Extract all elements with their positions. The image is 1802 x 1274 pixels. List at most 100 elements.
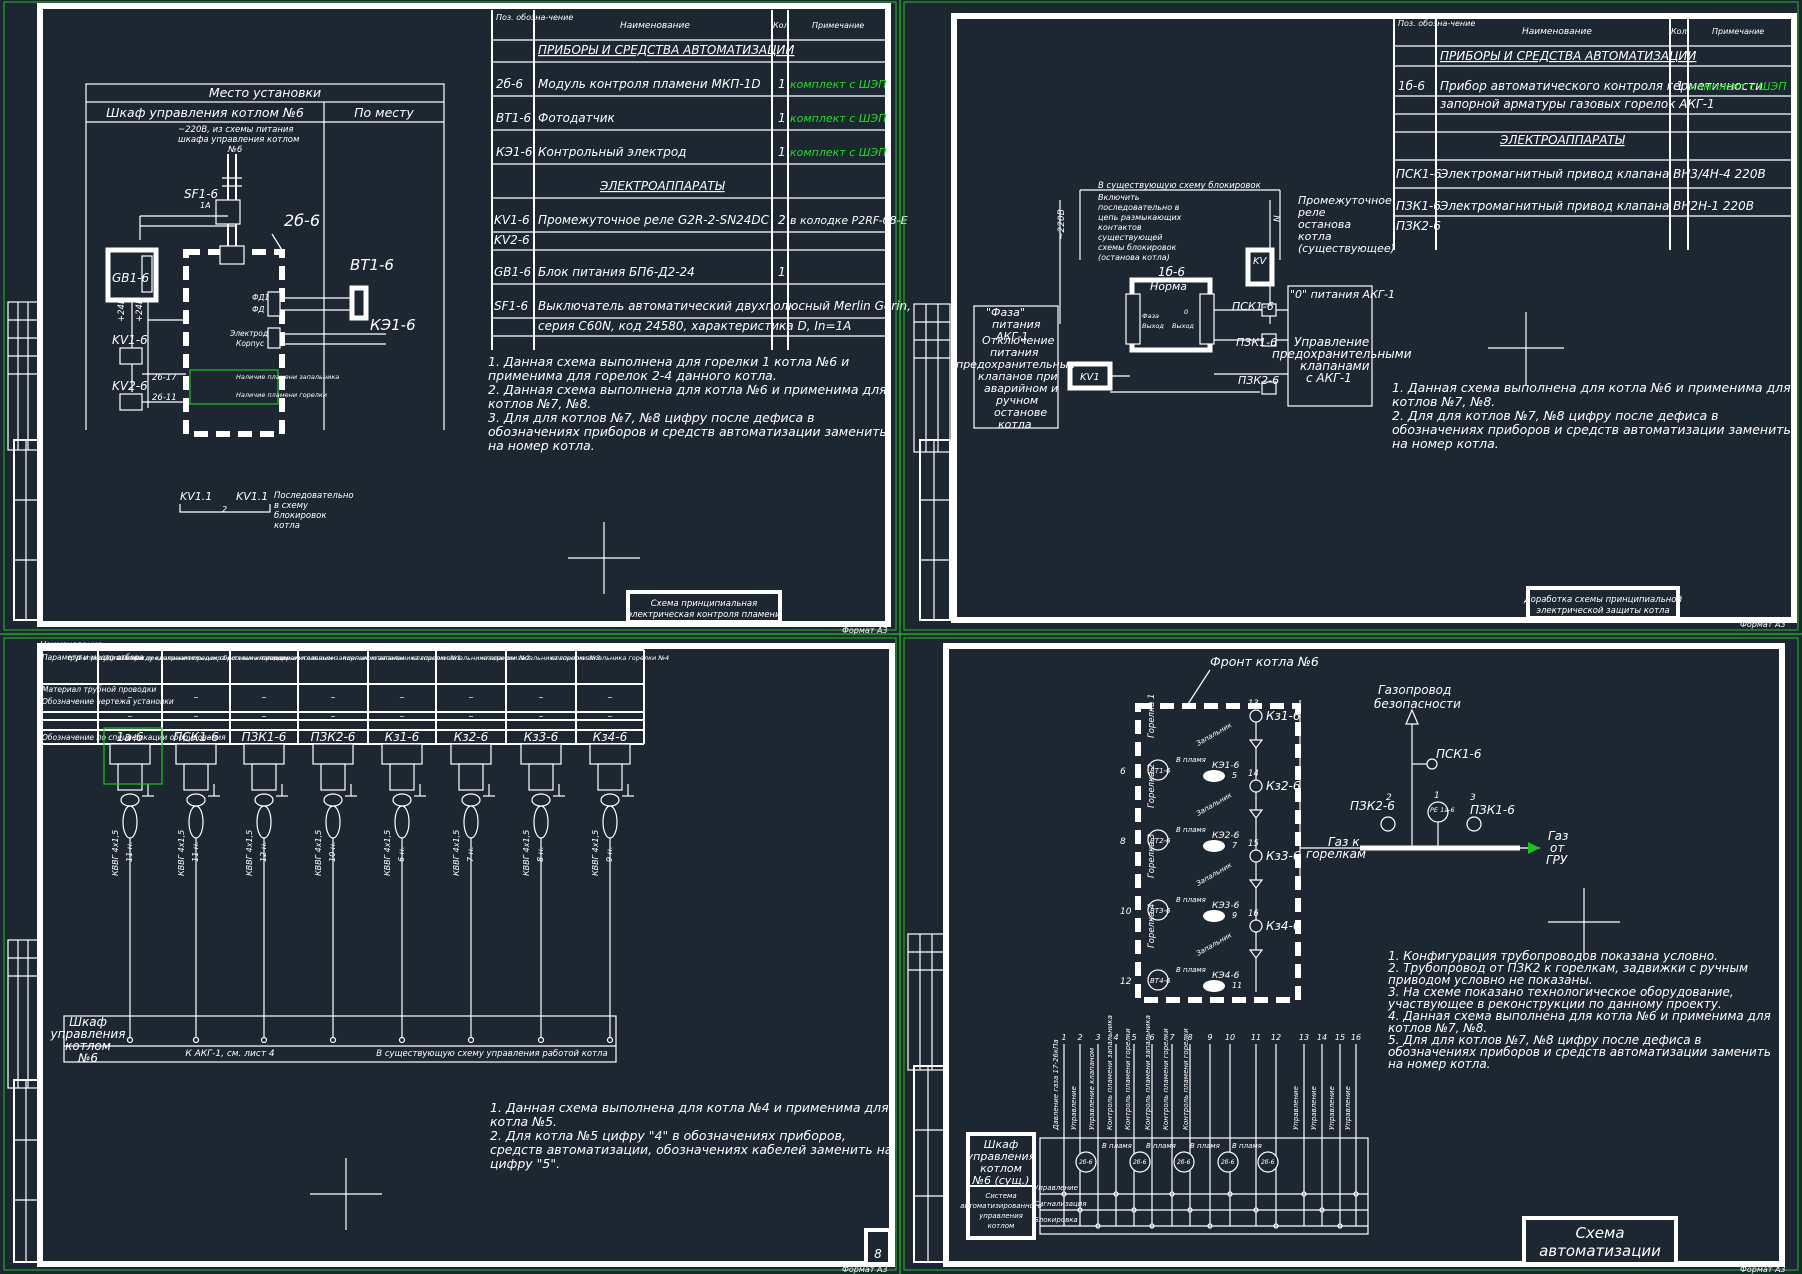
s3-cable-type: КВВГ 4x1,5	[452, 830, 461, 876]
s1-row-8-name: Выключатель автоматический двухполюсный …	[538, 299, 911, 313]
s4-left-num: 12	[1120, 977, 1132, 987]
s4-bottom-label: Контроль пламени горелки	[1124, 1028, 1132, 1130]
s4-note-line: 4. Данная схема выполнена для котла №6 и…	[1388, 1009, 1771, 1023]
s2-format: Формат А3	[1740, 620, 1786, 629]
s1-note-line: 3. Для для котлов №7, №8 цифру после деф…	[488, 410, 815, 425]
s4-row-1: Сигнализация	[1034, 1200, 1087, 1208]
s2-row-1-note: комплект с ШЭП	[1690, 80, 1786, 93]
s3-valve-head	[450, 743, 492, 765]
s2-phase-1: питания	[992, 318, 1041, 331]
s3-col-code: Кз1-6	[385, 730, 420, 744]
s4-note-line: обозначениях приборов и средств автомати…	[1388, 1045, 1771, 1059]
s1-row-3-qty: 1	[778, 145, 786, 159]
s4-valve-num: 14	[1248, 769, 1259, 779]
s4-bottom-num: 7	[1169, 1033, 1175, 1042]
s2-mgmt-1: предохранительными	[1272, 347, 1412, 361]
s4-ke-label: КЭ4-6	[1212, 971, 1240, 981]
sheet-3-table: Параметр и место отбора Материал трубной…	[39, 649, 645, 745]
sheet-2-schematic: В существующую схему блокировок Включить…	[956, 181, 1412, 431]
s3-valve-head	[520, 743, 562, 765]
s4-left-num: 10	[1120, 907, 1132, 917]
sheet-3-columns: трубопровод газа между клапанами––1а-6КВ…	[67, 654, 669, 1044]
s2-row-5-pos: ПЗК1-6	[1396, 199, 1441, 213]
s2-pzk2: ПЗК2-6	[1238, 374, 1279, 387]
s4-instrument-mod: 2б-6	[1261, 1159, 1275, 1166]
s2-row-1-qty: 1	[1676, 79, 1684, 93]
s4-flame: В пламя	[1176, 756, 1206, 764]
s4-boiler-front	[1135, 703, 1301, 1003]
s4-title-stamp	[1522, 1216, 1678, 1266]
s3-terminal	[398, 1036, 406, 1044]
s1-row-0-name: ПРИБОРЫ И СРЕДСТВА АВТОМАТИЗАЦИИ	[538, 43, 794, 57]
s4-pzk2-valve	[1380, 816, 1396, 832]
s3-col-dash: –	[128, 692, 133, 703]
s3-valve-head	[109, 743, 151, 765]
s1-row-6-pos: KV2-6	[494, 233, 530, 247]
s4-bt-sensor	[1147, 899, 1169, 921]
s4-instrument	[1217, 1151, 1239, 1173]
s2-psk1: ПСК1-6	[1232, 300, 1274, 313]
s3-cable-gland	[325, 805, 341, 839]
s4-instrument-mod: 2б-6	[1133, 1159, 1147, 1166]
s4-bottom-label: Контроль пламени запальника	[1106, 1015, 1114, 1130]
s4-bottom-num: 8	[1187, 1033, 1192, 1042]
s2-relay-3: котла	[1298, 230, 1332, 243]
sheet-3-binding-strip	[7, 939, 39, 1263]
s3-col-param: клапаном запальника горелки №3	[482, 654, 600, 662]
s3-cable-type: КВВГ 4x1,5	[314, 830, 323, 876]
s1-series-1: Последовательно	[274, 491, 354, 501]
s4-igniter: Запальник	[1195, 861, 1234, 888]
sheet-1-schematic: Место установки Шкаф управления котлом №…	[85, 83, 445, 531]
s4-cabinet-0: Шкаф	[984, 1138, 1019, 1151]
s1-row-2-note: комплект с ШЭП	[790, 112, 886, 125]
s2-row-0-name: ПРИБОРЫ И СРЕДСТВА АВТОМАТИЗАЦИИ	[1440, 49, 1696, 63]
s3-to-control: В существующую схему управления работой …	[376, 1049, 607, 1059]
s4-instrument	[1075, 1151, 1097, 1173]
s3-cable-type: КВВГ 4x1,5	[111, 830, 120, 876]
s3-col-dash: –	[400, 711, 405, 722]
s3-col-dash: –	[128, 711, 133, 722]
s4-bottom-label: Управление	[1328, 1086, 1336, 1130]
s4-bottom-num: 11	[1251, 1033, 1261, 1042]
s2-include-0: Включить	[1098, 193, 1140, 202]
s4-bt-label: ВТ2-6	[1150, 837, 1171, 845]
s2-include-5: схемы блокировок	[1098, 243, 1177, 252]
s2-relay-2: останова	[1298, 218, 1351, 231]
s2-phase-short: Фаза	[1142, 312, 1159, 320]
s3-cable-gland	[122, 805, 138, 839]
s4-ke-label: КЭ3-6	[1212, 901, 1240, 911]
s1-row-2-name: Фотодатчик	[538, 111, 616, 125]
s1-stamp-line-2: электрическая контроля пламени	[627, 610, 781, 620]
s2-zero-box	[1287, 285, 1373, 407]
s4-ke-electrode	[1203, 980, 1225, 992]
s4-gas-from-2: ГРУ	[1546, 853, 1568, 867]
sheet-2-protection: Поз. обозна-чение Наименование Кол Приме…	[903, 1, 1799, 631]
s1-row-3-name: Контрольный электрод	[538, 145, 686, 159]
s2-cutoff-5: ручном	[995, 394, 1038, 407]
s4-kz-valve	[1249, 849, 1263, 863]
s2-mgmt-0: Управление	[1294, 335, 1369, 349]
s2-stamp-line-2: электрической защиты котла	[1536, 606, 1669, 616]
s4-format: Формат А3	[1740, 1265, 1786, 1274]
sheet-2-outer-border	[903, 1, 1799, 631]
s2-norm: Норма	[1150, 280, 1187, 293]
sheet-2-frame	[951, 13, 1797, 623]
s4-note-line: 2. Трубопровод от ПЗК2 к горелкам, задви…	[1388, 961, 1748, 975]
sheet-1-outer-border	[3, 1, 897, 631]
s3-valve-head	[589, 743, 631, 765]
s3-cabinet-2: котлом	[65, 1039, 111, 1053]
s2-include-3: контактов	[1098, 223, 1142, 232]
s4-bus-flame: В пламя	[1232, 1142, 1262, 1150]
s3-col-dash: –	[262, 692, 267, 703]
s4-ke-num: 5	[1232, 771, 1237, 780]
s3-terminal	[329, 1036, 337, 1044]
s2-n: N	[1273, 215, 1283, 222]
s3-valve-head	[381, 743, 423, 765]
s1-note-line: обозначениях приборов и средств автомати…	[488, 424, 887, 439]
s2-relay-4: (существующее)	[1298, 242, 1395, 255]
s3-col-dash: –	[194, 692, 199, 703]
s4-bottom-num: 6	[1149, 1033, 1154, 1042]
s2-row-2-name: запорной арматуры газовых горелок АКГ-1	[1440, 97, 1715, 111]
s4-pzk1-valve	[1466, 816, 1482, 832]
